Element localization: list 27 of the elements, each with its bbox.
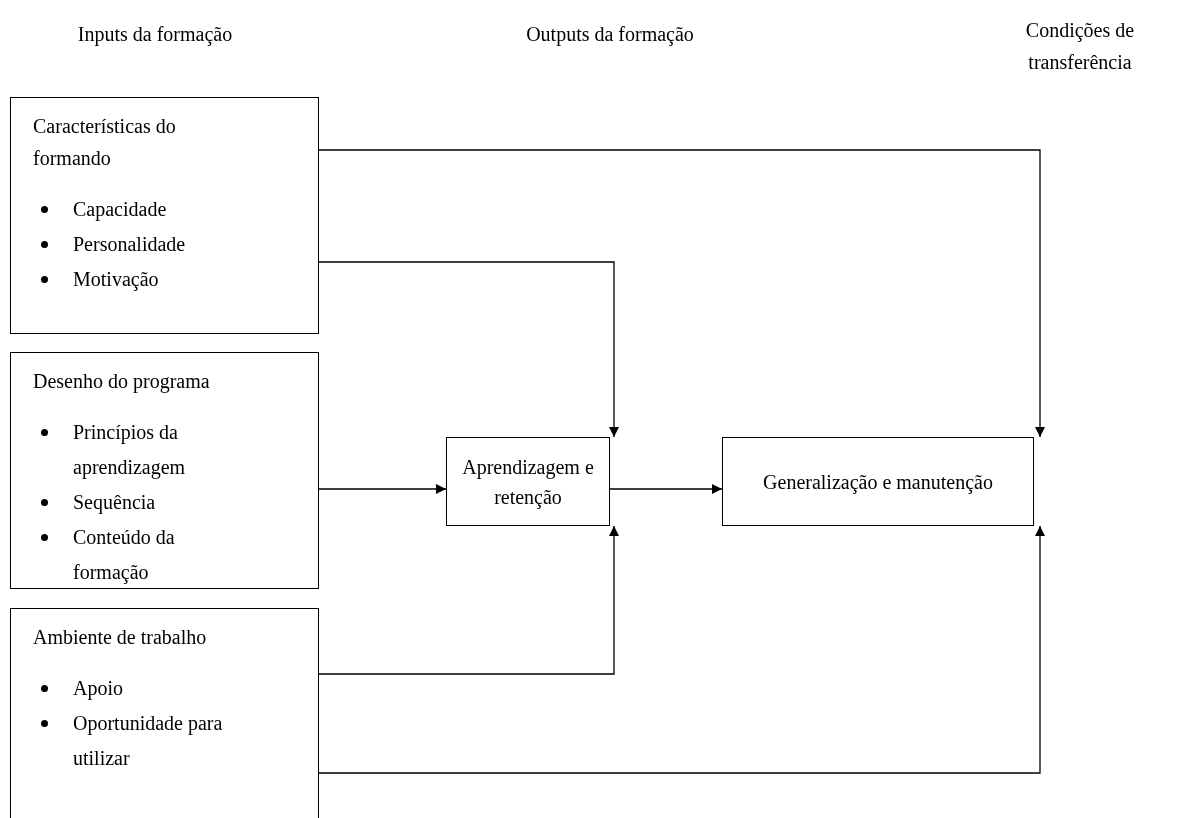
- arrow: [318, 261, 619, 438]
- column-heading: Condições de transferência: [1024, 18, 1136, 75]
- input-box: [10, 352, 319, 589]
- box-heading: Desenho do programa: [32, 369, 211, 395]
- arrow: [318, 149, 1045, 438]
- box-label: Generalização e manutenção: [763, 469, 993, 496]
- column-heading: Outputs da formação: [525, 22, 695, 48]
- bullet-item: Conteúdo da formação: [33, 520, 223, 590]
- bullet-item: Princípios da aprendizagem: [33, 415, 223, 485]
- arrow: [609, 484, 723, 494]
- box-label: Aprendizagem e retenção: [461, 454, 595, 511]
- bullet-item: Sequência: [33, 485, 223, 520]
- bullet-item: Capacidade: [33, 192, 223, 227]
- box-heading: Características do formando: [32, 114, 177, 171]
- arrow: [318, 525, 619, 675]
- process-box: [722, 437, 1034, 526]
- bullet-item: Apoio: [33, 671, 223, 706]
- input-box: [10, 97, 319, 334]
- box-heading: Ambiente de trabalho: [32, 625, 208, 650]
- column-heading: Inputs da formação: [76, 22, 234, 48]
- arrow: [318, 525, 1045, 774]
- bullet-item: Oportunidade para utilizar: [33, 706, 223, 776]
- input-box: [10, 608, 319, 818]
- bullet-item: Personalidade: [33, 227, 223, 262]
- bullet-item: Motivação: [33, 262, 223, 297]
- process-box: [446, 437, 610, 526]
- arrow: [318, 484, 447, 494]
